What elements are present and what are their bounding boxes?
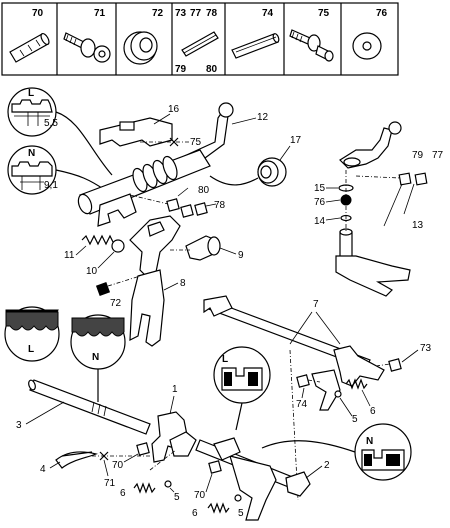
- callout-1: 1: [172, 384, 178, 395]
- callout-76: 76: [314, 197, 326, 208]
- callout-6-left: 6: [120, 488, 126, 499]
- inset-letter: N: [28, 148, 35, 159]
- bracket-16: [99, 117, 173, 147]
- seal-72: [95, 281, 111, 297]
- legend-cell-72: 72: [123, 8, 164, 65]
- legend-number: 80: [206, 64, 218, 75]
- legend-cell-71: 71: [63, 8, 111, 63]
- spring-6-left: [133, 482, 156, 494]
- lever-13-lower: [335, 255, 411, 297]
- callout-10: 10: [86, 266, 98, 277]
- fastener-squares-upper: [129, 187, 217, 218]
- oil-seal-icon: [123, 31, 158, 65]
- selector-rod-7: [203, 295, 402, 501]
- legend-cell-70: 70: [9, 8, 50, 63]
- legend-number: 72: [152, 8, 164, 19]
- callout-labels: 16 12 75 17 80 78 11 10 9 72 8 79 77 15 …: [16, 104, 444, 519]
- spring-pin-icon: [231, 33, 280, 59]
- callout-5-left: 5: [174, 492, 180, 503]
- bolt-washer-icon: [63, 32, 111, 63]
- callout-11: 11: [64, 250, 75, 261]
- inset-letter: N: [366, 436, 373, 447]
- selector-fork-assembly-lower: [133, 411, 311, 521]
- shift-lever-assembly: [81, 215, 221, 347]
- legend-cell-75: 75: [289, 8, 334, 62]
- parts-legend-strip: 70 71 72: [1, 2, 399, 76]
- legend-cell-74: 74: [231, 8, 280, 59]
- clip-4: [55, 451, 150, 469]
- shift-rail-3: [28, 379, 151, 435]
- callout-17: 17: [290, 135, 302, 146]
- selector-lever-8: [129, 215, 181, 281]
- selector-shaft-assembly: [77, 102, 234, 227]
- inset-N-upper: N 9,1: [7, 145, 58, 195]
- callout-3: 3: [16, 420, 22, 431]
- gate-lever-assembly: [335, 121, 428, 297]
- callout-77: 77: [432, 150, 444, 161]
- callout-74: 74: [296, 399, 308, 410]
- callout-80: 80: [198, 185, 210, 196]
- split-pin-icon: [181, 31, 219, 57]
- callout-16: 16: [168, 104, 180, 115]
- legend-number: 73: [175, 8, 187, 19]
- roll-pin-icon: [9, 32, 50, 63]
- callout-2: 2: [324, 460, 330, 471]
- inset-rack-L: L: [213, 346, 271, 404]
- ball-5-left: [164, 480, 172, 488]
- inset-gear-N: N: [70, 314, 126, 370]
- legend-cell-76: 76: [352, 8, 388, 60]
- ball-5-bottom: [234, 494, 242, 502]
- callout-14: 14: [314, 216, 326, 227]
- legend-number: 75: [318, 8, 330, 19]
- flat-washer-icon: [352, 32, 382, 60]
- callout-9: 9: [238, 250, 244, 261]
- callout-6-bottom: 6: [192, 508, 198, 519]
- legend-number: 77: [190, 8, 202, 19]
- legend-number: 74: [262, 8, 274, 19]
- inset-letter: L: [222, 354, 228, 365]
- bush-10: [111, 239, 125, 253]
- ball-5-upper: [334, 390, 342, 398]
- callout-4: 4: [40, 464, 46, 475]
- callout-72: 72: [110, 298, 122, 309]
- callout-12: 12: [257, 112, 269, 123]
- callout-73: 73: [420, 343, 432, 354]
- callout-15: 15: [314, 183, 326, 194]
- callout-8: 8: [180, 278, 186, 289]
- callout-71: 71: [104, 478, 116, 489]
- callout-13: 13: [412, 220, 424, 231]
- legend-cell-split-pin: 73 77 78 79 80: [175, 8, 219, 75]
- bolt-spacer-icon: [289, 29, 334, 62]
- callout-79: 79: [412, 150, 424, 161]
- spring-6-upper: [345, 378, 368, 390]
- inset-letter: L: [28, 88, 34, 99]
- dimension-label: 9,1: [44, 180, 58, 191]
- legend-number: 76: [376, 8, 388, 19]
- inset-letter: L: [28, 344, 34, 355]
- callout-70-left: 70: [112, 460, 124, 471]
- inset-rack-N: N: [354, 423, 412, 481]
- inset-gear-L: L: [4, 306, 60, 362]
- inset-letter: N: [92, 352, 99, 363]
- dimension-label: 5,5: [44, 118, 58, 129]
- spring-11: [81, 234, 119, 246]
- legend-number: 70: [32, 8, 44, 19]
- callout-78: 78: [214, 200, 226, 211]
- callout-5-upper: 5: [352, 414, 358, 425]
- callout-75: 75: [190, 137, 202, 148]
- legend-number: 78: [206, 8, 218, 19]
- legend-number: 79: [175, 64, 187, 75]
- gaiter-17: [209, 157, 287, 187]
- selector-fork-7: [333, 345, 385, 387]
- inset-L-upper: L 5,5: [7, 87, 58, 137]
- callout-70-bottom: 70: [194, 490, 206, 501]
- callout-7: 7: [313, 299, 319, 310]
- callout-5-bottom: 5: [238, 508, 244, 519]
- legend-number: 71: [94, 8, 106, 19]
- callout-6-upper: 6: [370, 406, 376, 417]
- spring-6-bottom: [207, 502, 230, 514]
